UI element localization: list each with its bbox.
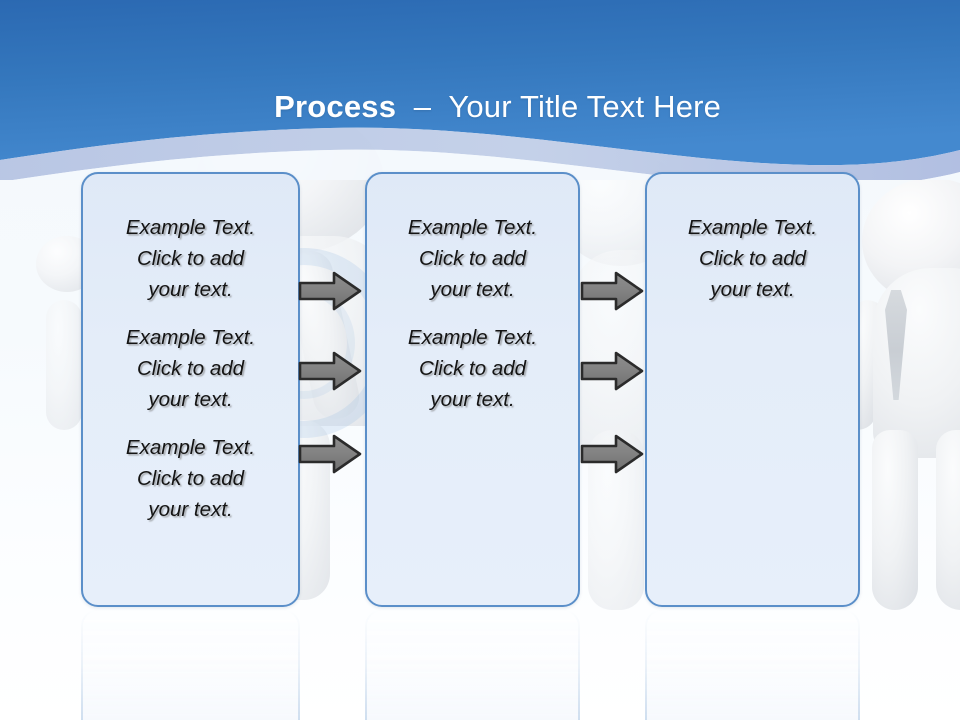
stage-box-3-reflection [645, 609, 860, 720]
title-rest: Your Title Text Here [448, 89, 722, 124]
title-strong: Process [274, 89, 397, 124]
page-title: Process – Your Title Text Here [0, 50, 960, 164]
right-arrow-icon-2-1[interactable] [580, 271, 644, 311]
right-arrow-icon-1-1[interactable] [298, 271, 362, 311]
stage-1-text-block-2[interactable]: Example Text. Click to add your text. [125, 326, 256, 411]
stage-box-1[interactable]: Example Text. Click to add your text. Ex… [81, 172, 300, 607]
right-arrow-icon-1-3[interactable] [298, 434, 362, 474]
stage-box-1-reflection [81, 609, 300, 720]
stage-box-3[interactable]: Example Text. Click to add your text. [645, 172, 860, 607]
right-arrow-icon-2-3[interactable] [580, 434, 644, 474]
title-separator: – [396, 89, 449, 124]
right-arrow-icon-2-2[interactable] [580, 351, 644, 391]
stage-3-text-block-1[interactable]: Example Text. Click to add your text. [687, 216, 818, 301]
stage-2-text-block-1[interactable]: Example Text. Click to add your text. [407, 216, 538, 301]
stage-box-2-reflection [365, 609, 580, 720]
right-arrow-icon-1-2[interactable] [298, 351, 362, 391]
stage-box-2[interactable]: Example Text. Click to add your text. Ex… [365, 172, 580, 607]
stage-2-text-block-2[interactable]: Example Text. Click to add your text. [407, 326, 538, 411]
stage-1-text-block-1[interactable]: Example Text. Click to add your text. [125, 216, 256, 301]
stage-1-text-block-3[interactable]: Example Text. Click to add your text. [125, 436, 256, 521]
